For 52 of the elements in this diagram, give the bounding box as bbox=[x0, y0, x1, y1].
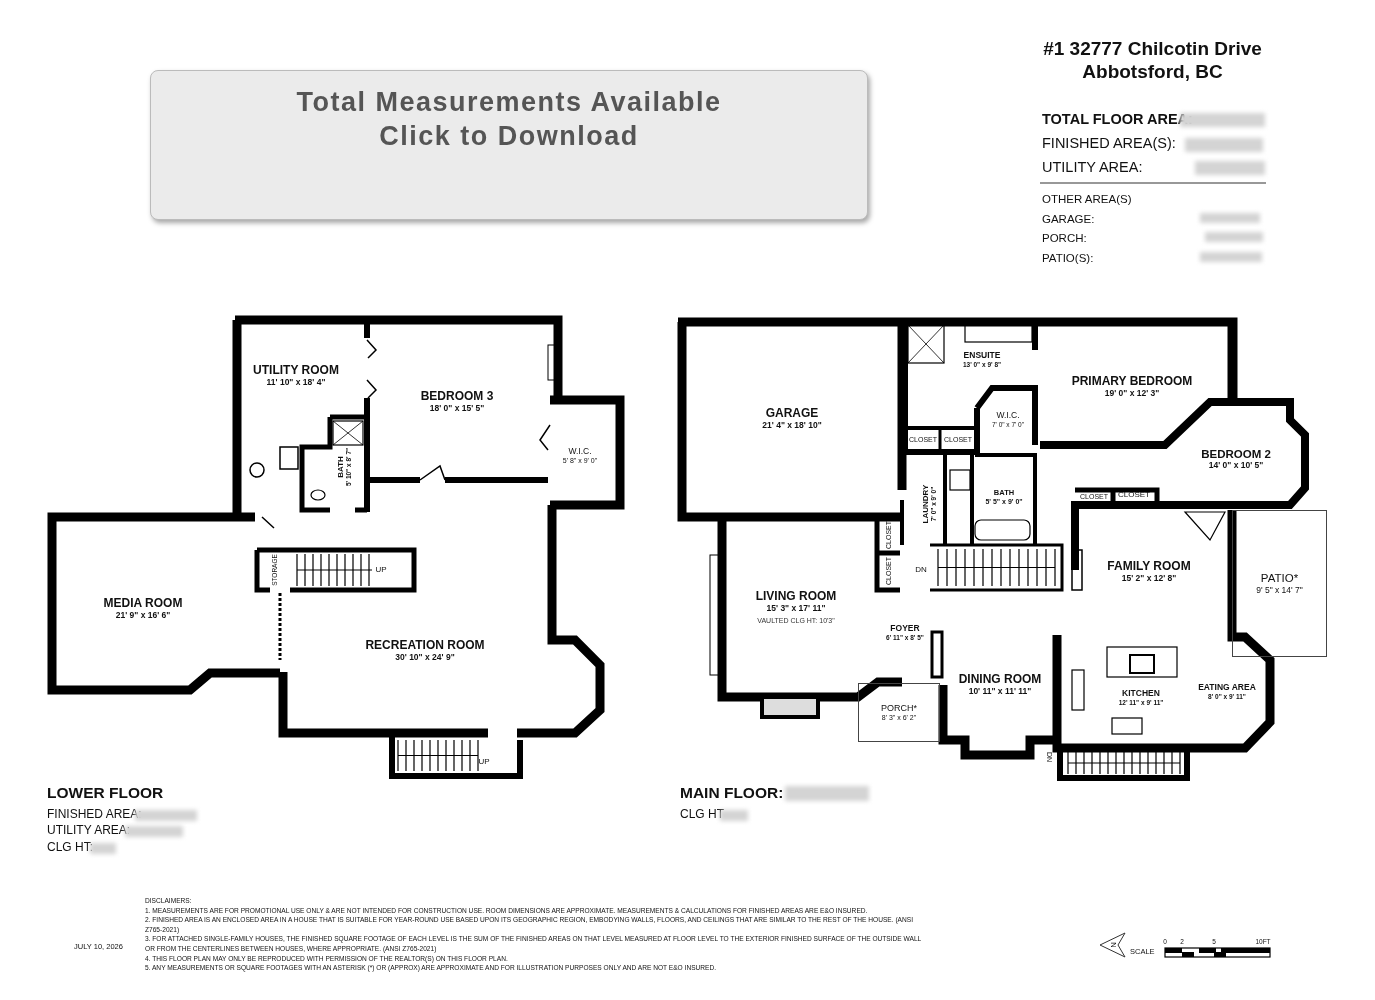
property-address: #1 32777 Chilcotin Drive Abbotsford, BC bbox=[1042, 37, 1263, 83]
room-name: BEDROOM 3 bbox=[420, 390, 494, 404]
room-name: ENSUITE bbox=[962, 351, 1002, 362]
room-dimensions: 14' 0" x 10' 5" bbox=[1207, 460, 1265, 471]
room-name: UTILITY ROOM bbox=[253, 364, 339, 378]
outdoor-area-outline bbox=[858, 683, 940, 742]
room-name: EATING AREA bbox=[1198, 683, 1256, 694]
room-dimensions: 15' 2" x 12' 8" bbox=[1120, 574, 1178, 584]
room-name: BATH bbox=[335, 455, 345, 480]
room-dimensions: 19' 0" x 12' 3" bbox=[1103, 389, 1161, 399]
room-name: W.I.C. bbox=[995, 411, 1021, 422]
area-label: PATIO(S): bbox=[1042, 252, 1094, 265]
area-label: CLG HT: bbox=[47, 841, 93, 855]
room-dimensions: 11' 10" x 18' 4" bbox=[265, 378, 327, 388]
room-dimensions: 9' 5" x 14' 7" bbox=[1256, 585, 1303, 596]
room-dimensions: 15' 3" x 17' 11" bbox=[765, 603, 827, 614]
area-label: FINISHED AREA(S): bbox=[1042, 136, 1176, 152]
room-dimensions: 21' 4" x 18' 10" bbox=[762, 421, 822, 431]
stair-direction: UP bbox=[478, 757, 490, 767]
stair-direction: DN bbox=[915, 565, 927, 575]
floor-heading: MAIN FLOOR: bbox=[680, 784, 784, 802]
download-banner bbox=[150, 70, 868, 220]
room-dimensions: 30' 10" x 24' 9" bbox=[394, 653, 456, 663]
room-name: PORCH* bbox=[881, 702, 917, 714]
room-dimensions: 10' 11" x 11' 11" bbox=[967, 687, 1033, 697]
area-label: PORCH: bbox=[1042, 232, 1087, 245]
area-label: UTILITY AREA: bbox=[47, 824, 131, 838]
floor-heading: LOWER FLOOR bbox=[47, 784, 164, 802]
area-label: CLG HT bbox=[680, 808, 724, 822]
room-name: PRIMARY BEDROOM bbox=[1071, 375, 1193, 389]
room-name: CLOSET bbox=[1118, 490, 1150, 500]
room-name: GARAGE bbox=[764, 407, 820, 421]
area-label: OTHER AREA(S) bbox=[1042, 193, 1132, 206]
room-dimensions: 18' 0" x 15' 5" bbox=[428, 404, 486, 414]
room-name: RECREATION ROOM bbox=[365, 639, 485, 653]
room-name: FOYER bbox=[889, 624, 921, 635]
area-label: UTILITY AREA: bbox=[1042, 160, 1143, 176]
room-name: LAUNDRY bbox=[920, 484, 930, 524]
area-label: GARAGE: bbox=[1042, 213, 1095, 226]
room-name: BEDROOM 2 bbox=[1201, 447, 1271, 461]
banner-text: Total Measurements Available Click to Download bbox=[295, 86, 723, 153]
room-name: KITCHEN bbox=[1121, 689, 1161, 700]
room-name: PATIO* bbox=[1260, 571, 1299, 586]
room-name: LIVING ROOM bbox=[755, 589, 837, 604]
room-name: W.I.C. bbox=[567, 447, 593, 457]
room-name: MEDIA ROOM bbox=[103, 597, 183, 611]
outdoor-area-outline bbox=[1232, 510, 1327, 657]
room-name: FAMILY ROOM bbox=[1107, 560, 1191, 574]
room-dimensions: 21' 9" x 16' 6" bbox=[114, 611, 172, 621]
stair-direction: UP bbox=[375, 565, 387, 575]
area-label: FINISHED AREA: bbox=[47, 808, 142, 822]
room-name: DINING ROOM bbox=[958, 673, 1042, 687]
